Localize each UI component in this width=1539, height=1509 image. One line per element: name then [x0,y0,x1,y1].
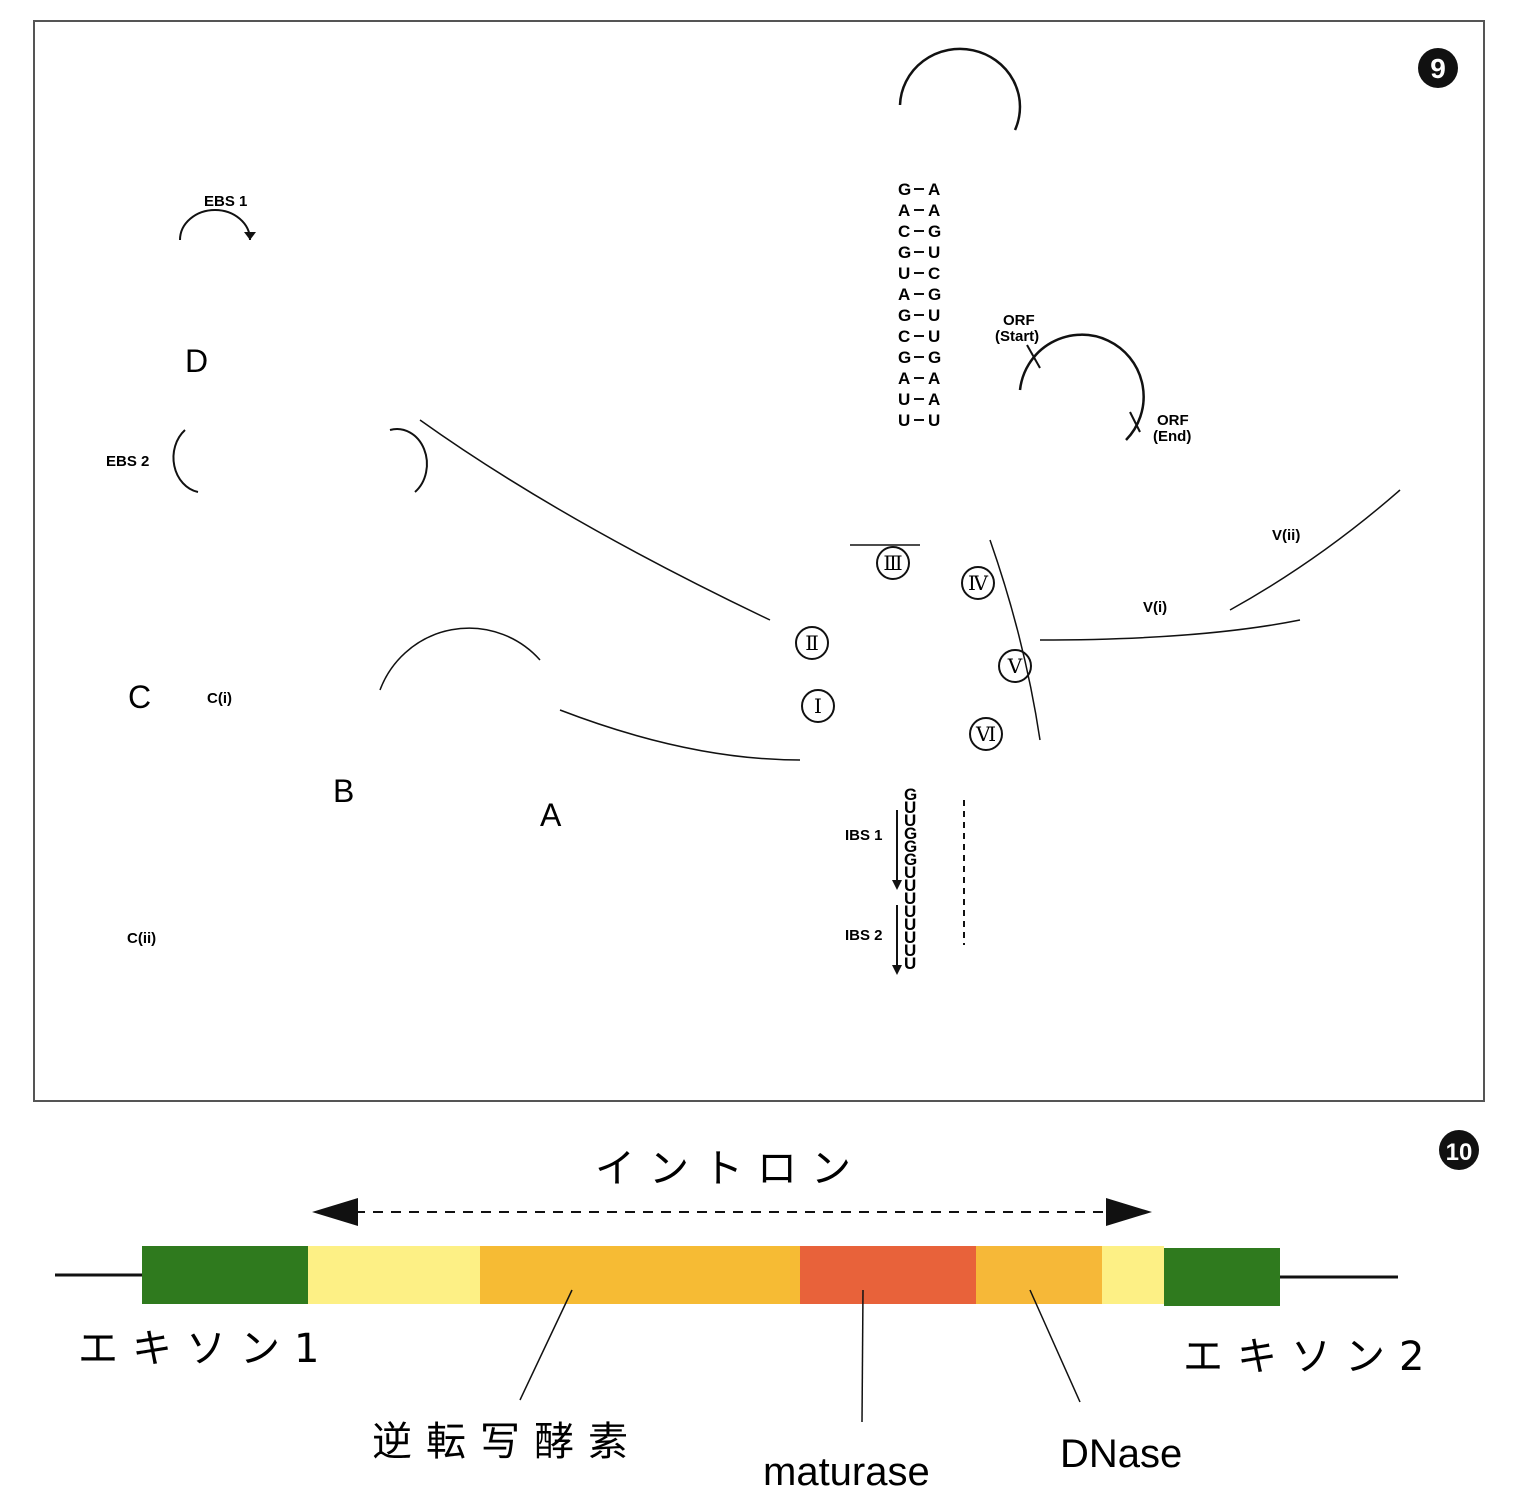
stem-iii-right-nt: G [928,285,941,304]
stem-iii-right-nt: G [928,348,941,367]
ibs-nt: U [904,928,916,947]
stem-iii-left-nt: G [898,306,911,325]
panel-number-9-text: 9 [1430,53,1446,84]
stem-iii-left-nt: C [898,327,910,346]
orf-loop: ORF(Start) ORF(End) [995,312,1191,445]
cii-label: C(ii) [127,930,156,947]
ebs1-label: EBS 1 [204,193,247,210]
exon1-label: エキソン1 [78,1326,333,1372]
exon2-label: エキソン2 [1183,1334,1438,1380]
panel-number-10-text: 10 [1446,1139,1473,1166]
ibs-nt: G [904,837,917,856]
ibs-nt: U [904,876,916,895]
ibs-nt: U [904,915,916,934]
dnase-label: DNase [1060,1432,1182,1476]
stem-iii-left-nt: C [898,222,910,241]
roman-domain-markers: Ⅰ Ⅱ Ⅲ Ⅳ Ⅴ Ⅵ [795,546,1032,751]
ci-label: C(i) [207,690,232,707]
stem-iii-right-nt: U [928,411,940,430]
ibs2-label: IBS 2 [845,927,883,944]
vii-label: V(ii) [1272,527,1300,544]
orf-start-label: ORF(Start) [995,312,1039,345]
ibs1-label: IBS 1 [845,827,883,844]
maturase-label: maturase [763,1450,930,1494]
maturase-block [800,1246,976,1304]
domain-ii-marker: Ⅱ [805,631,819,655]
orf-end-label: ORF(End) [1153,412,1191,445]
ebs2-label: EBS 2 [106,453,149,470]
gene-bar [142,1246,1280,1306]
ibs-nt: G [904,785,917,804]
stem-iii-left-nt: U [898,390,910,409]
stem-iii-right-nt: A [928,180,940,199]
stem-iii-right-nt: A [928,390,940,409]
ibs-nt: U [904,941,916,960]
ibs-nt: U [904,889,916,908]
stem-iii-left-nt: A [898,201,910,220]
rt-leader-line [519,1289,573,1401]
stem-iii-right-nt: U [928,306,940,325]
intron-pale-block-right [1102,1246,1164,1304]
ibs-nt: U [904,902,916,921]
structure-panel-frame [33,20,1485,1102]
intron-span-arrow [312,1198,1152,1226]
ibs-nt: G [904,850,917,869]
stem-iii-right-nt: G [928,222,941,241]
dnase-leader-line [1029,1289,1081,1403]
reverse-transcriptase-label: 逆転写酵素 [372,1419,642,1465]
backbone-schematic [379,419,1401,761]
domain-d-region: EBS 1 EBS 2 [106,193,428,493]
intron-label: イントロン [595,1146,865,1192]
stem-iii-left-nt: G [898,348,911,367]
stem-iii-right-nt: C [928,264,940,283]
stem-iii-left-nt: G [898,180,911,199]
ibs-nt: U [904,863,916,882]
ibs-nt: U [904,798,916,817]
exon1-block [142,1246,308,1304]
panel-number-10: 10 [1439,1130,1479,1170]
stem-iii-left-nt: G [898,243,911,262]
dnase-block [976,1246,1102,1304]
domain-iv-marker: Ⅳ [968,571,989,595]
stem-iii-right-nt: A [928,369,940,388]
intron-pale-block-left [308,1246,480,1304]
ibs-nt: G [904,824,917,843]
exon2-block [1164,1248,1280,1306]
domain-vi-marker: Ⅵ [975,722,996,746]
stem-iii-right-nt: A [928,201,940,220]
stem-iii-left-nt: U [898,411,910,430]
domain-label-c: C [128,679,151,715]
stem-iii-left-nt: A [898,285,910,304]
panel-number-9: 9 [1418,48,1458,88]
domain-i-marker: Ⅰ [814,694,822,718]
stem-iii-left-nt: A [898,369,910,388]
domain-label-d: D [185,343,208,379]
ibs-nt: U [904,811,916,830]
domain-v-marker: Ⅴ [1007,654,1023,678]
domain-label-a: A [540,797,562,833]
stem-iii-left-nt: U [898,264,910,283]
ibs-nt: U [904,954,916,973]
reverse-transcriptase-block [480,1246,800,1304]
domain-iii-marker: Ⅲ [883,551,902,575]
maturase-leader-line [861,1289,864,1423]
stem-iii-right-nt: U [928,243,940,262]
stem-iii-right-nt: U [928,327,940,346]
domain-label-b: B [333,773,354,809]
vi-label: V(i) [1143,599,1167,616]
